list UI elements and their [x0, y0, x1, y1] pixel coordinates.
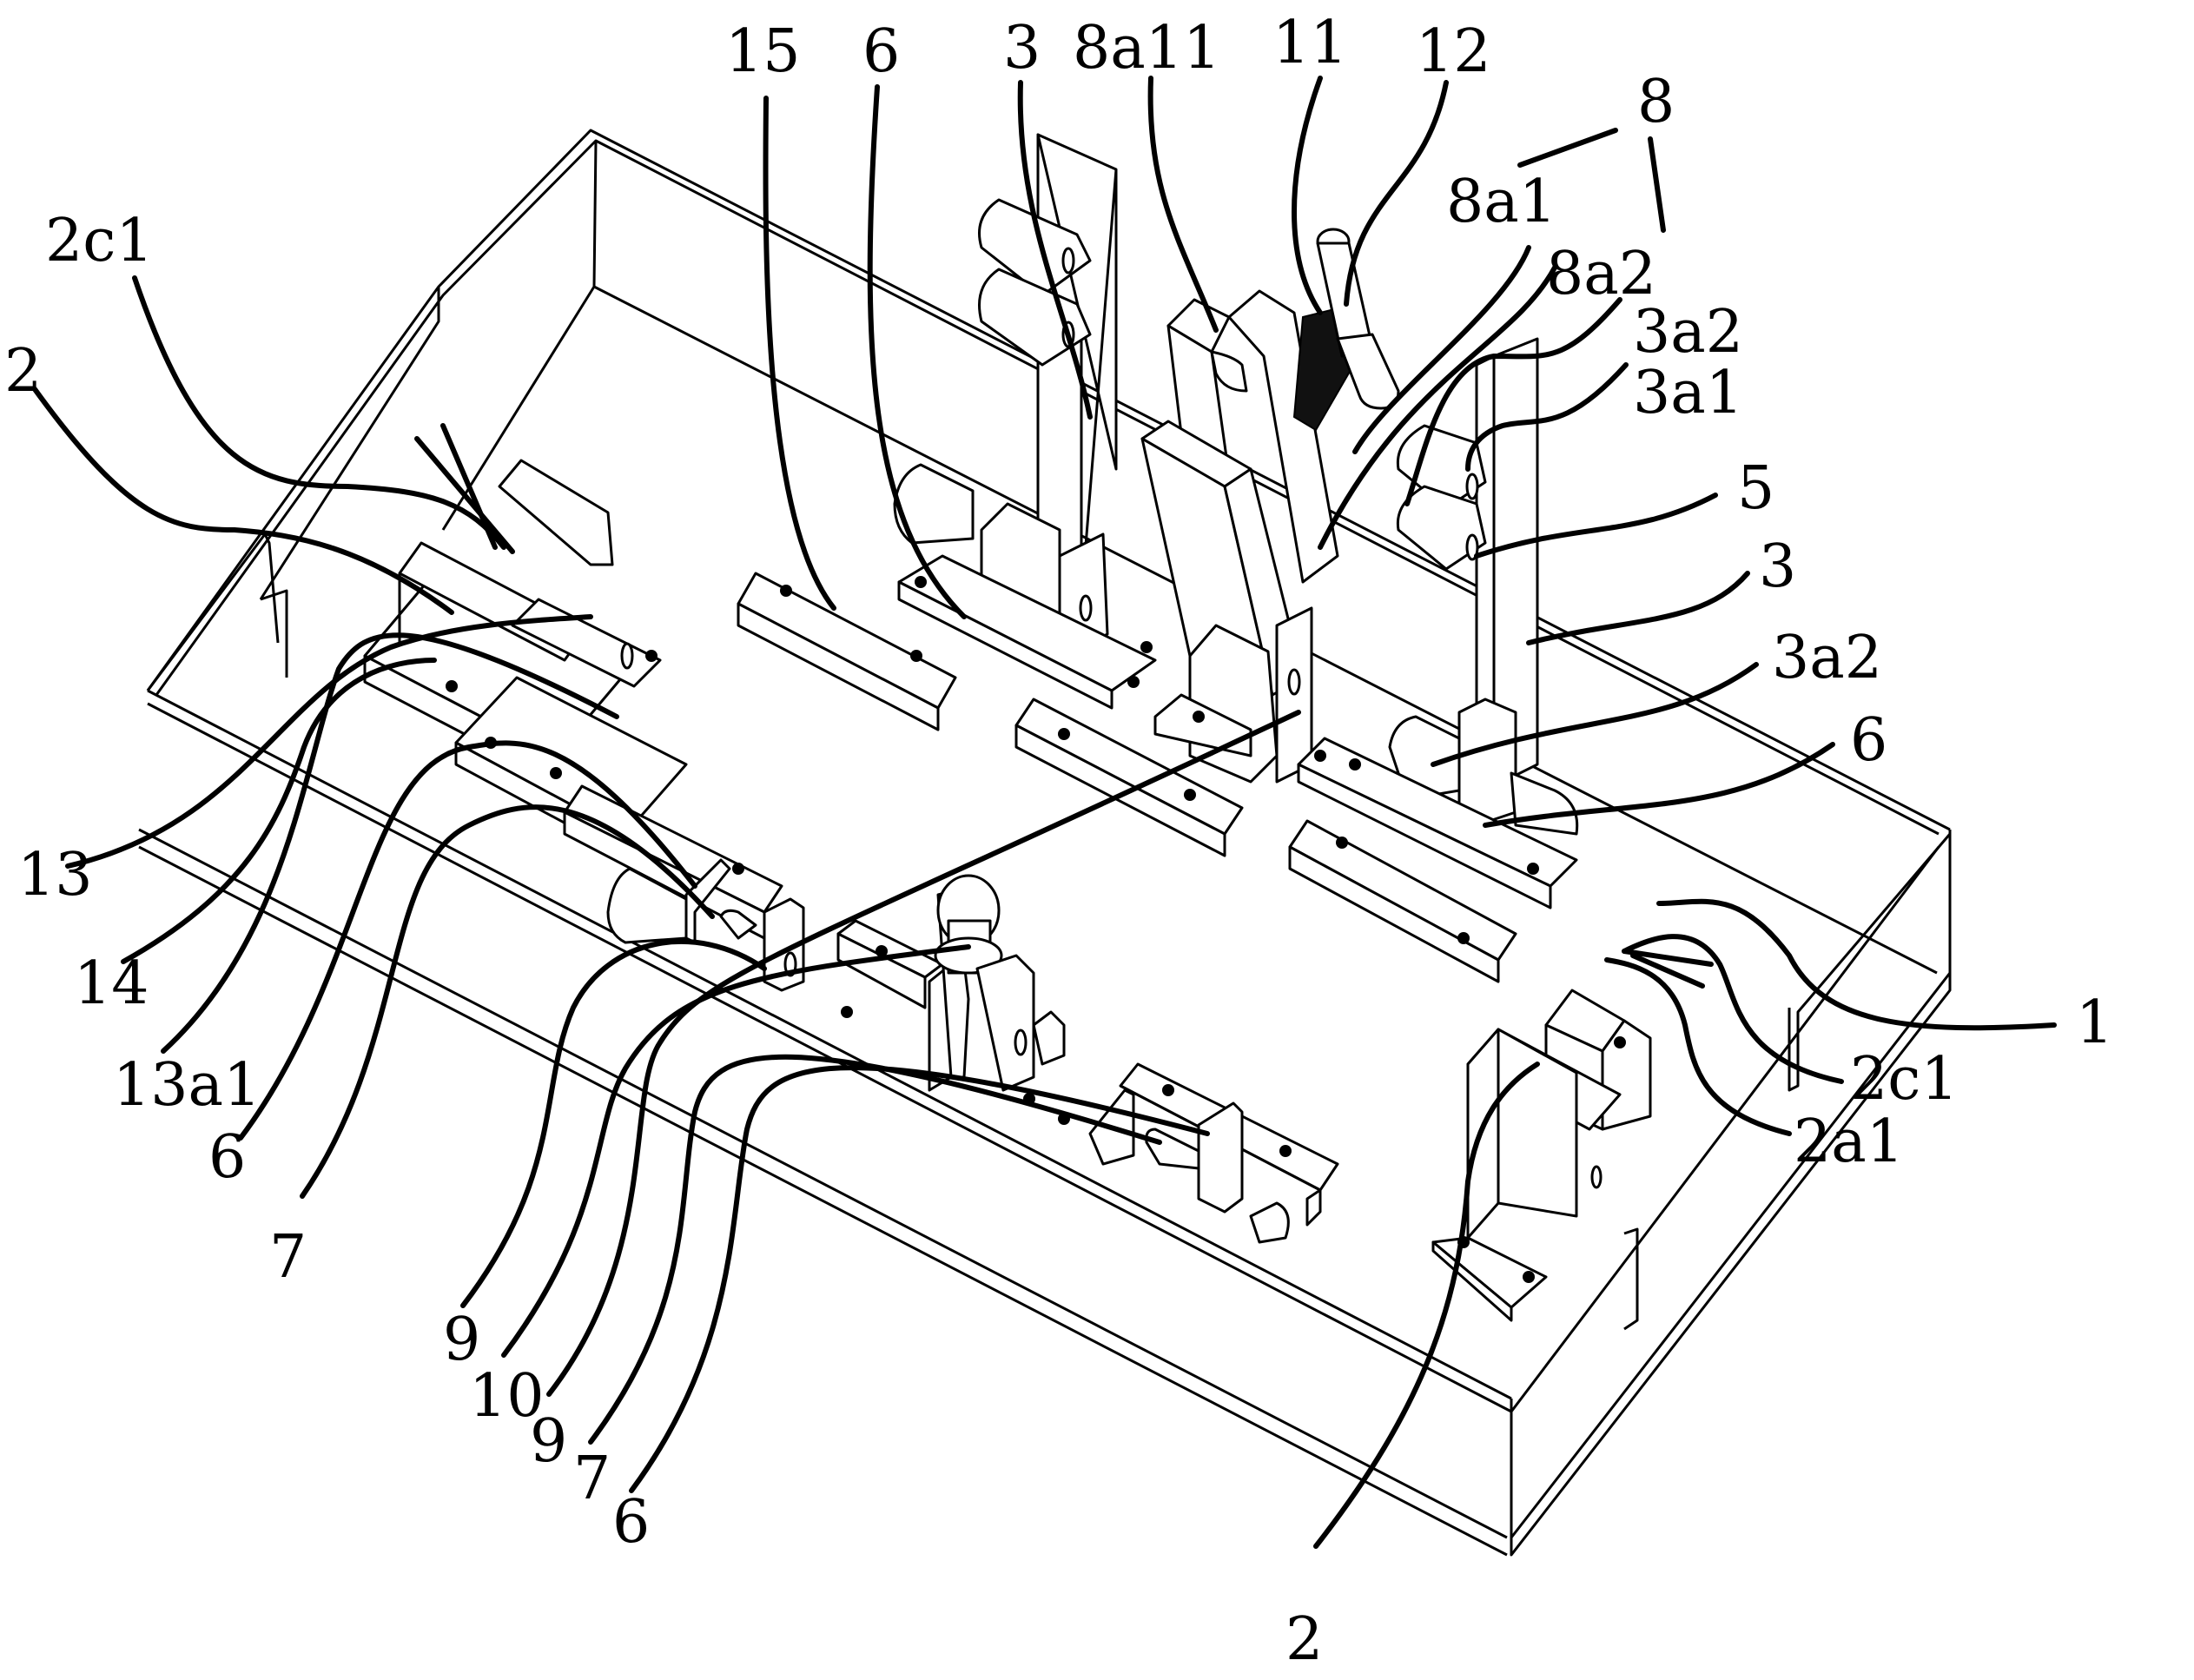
label-6-right: 6	[1850, 706, 1887, 775]
label-8a1: 8a1	[1446, 168, 1556, 236]
label-2c1-left: 2c1	[45, 207, 154, 275]
leader-2c1-right-a	[1622, 949, 1714, 967]
label-7-b: 7	[573, 1445, 611, 1513]
leader-3a2-lower	[1431, 662, 1759, 767]
label-3-right: 3	[1759, 532, 1796, 601]
label-3a2-upper: 3a2	[1633, 298, 1743, 367]
leader-lines	[32, 76, 2057, 1549]
label-13: 13	[17, 841, 93, 909]
label-3a2-lower: 3a2	[1772, 624, 1882, 692]
label-11: 11	[1272, 9, 1348, 77]
leader-3a1	[1465, 362, 1629, 472]
leader-3a2-upper	[1404, 297, 1622, 506]
leader-6-b	[629, 1065, 1210, 1493]
leader-12	[1344, 80, 1449, 307]
leader-2c1-left-a	[414, 436, 515, 554]
pressing-assembly	[1140, 228, 1400, 784]
label-6-top: 6	[862, 17, 900, 86]
cylinder-assembly	[836, 874, 1066, 1092]
label-8a2: 8a2	[1546, 240, 1656, 308]
leader-13	[65, 614, 593, 869]
leader-8-b	[1648, 136, 1666, 233]
label-13a1: 13a1	[113, 1051, 261, 1120]
leader-2c1-right	[1622, 934, 1844, 1084]
label-9-a: 9	[443, 1306, 480, 1374]
guide-rail-right	[1288, 819, 1517, 983]
leader-14	[121, 658, 437, 964]
leader-2c1-left	[132, 275, 506, 550]
bottom-middle-clamp	[1023, 1062, 1339, 1244]
leader-6-top	[867, 84, 967, 619]
leader-6-right	[1483, 742, 1835, 828]
label-2a1: 2a1	[1794, 1108, 1904, 1176]
label-2-left: 2	[4, 337, 42, 406]
leader-2-left	[32, 387, 454, 615]
label-5: 5	[1737, 454, 1774, 523]
label-2c1-right: 2c1	[1850, 1045, 1959, 1114]
leader-8-a	[1517, 128, 1618, 168]
label-8a11: 8a11	[1073, 14, 1220, 83]
label-6-b: 6	[612, 1488, 650, 1557]
leader-10	[501, 944, 971, 1358]
leader-5	[1474, 493, 1718, 559]
label-9-b: 9	[530, 1407, 567, 1476]
right-locating-block	[1431, 989, 1652, 1322]
leader-8a11	[1147, 76, 1219, 333]
label-10: 10	[469, 1362, 545, 1431]
label-7-bl: 7	[269, 1223, 307, 1292]
leader-13a1	[161, 632, 619, 1054]
base-tray	[138, 129, 1952, 1557]
leader-15	[763, 96, 836, 611]
guide-rail-15	[737, 572, 957, 731]
leader-9-b	[546, 710, 1301, 1397]
leader-8a2	[1318, 265, 1557, 550]
leader-2-bottom	[1313, 1062, 1540, 1549]
leader-6-bl	[238, 740, 697, 1141]
leader-2c1-left-b	[440, 423, 498, 550]
label-15: 15	[725, 17, 801, 86]
left-locating-block	[363, 459, 688, 857]
label-14: 14	[74, 949, 149, 1018]
leader-7-b	[588, 1054, 1162, 1445]
leader-9-a	[460, 939, 767, 1308]
leader-11	[1292, 76, 1323, 315]
label-3-top: 3	[1003, 14, 1041, 83]
label-6-bl: 6	[208, 1123, 246, 1192]
upright-clamp-left	[893, 133, 1157, 710]
leader-1	[1656, 898, 2057, 1031]
leader-3-top	[1017, 80, 1093, 420]
label-1: 1	[2076, 989, 2113, 1057]
leader-2a1	[1604, 957, 1792, 1136]
bottom-left-clamp	[563, 784, 853, 1018]
leader-3-right	[1526, 571, 1750, 645]
label-2-bottom: 2	[1285, 1605, 1323, 1674]
label-12: 12	[1416, 17, 1491, 86]
guide-rail-middle	[1014, 698, 1244, 857]
leader-2c1-right-b	[1630, 953, 1705, 989]
labels: 15 6 3 8a11 11 12 8 8a1 8a2 3a2 3a1 5 3 …	[4, 9, 2113, 1674]
label-8: 8	[1637, 68, 1675, 136]
leader-7-bl	[300, 804, 715, 1199]
label-3a1: 3a1	[1633, 359, 1743, 427]
leader-8a1	[1352, 245, 1531, 454]
